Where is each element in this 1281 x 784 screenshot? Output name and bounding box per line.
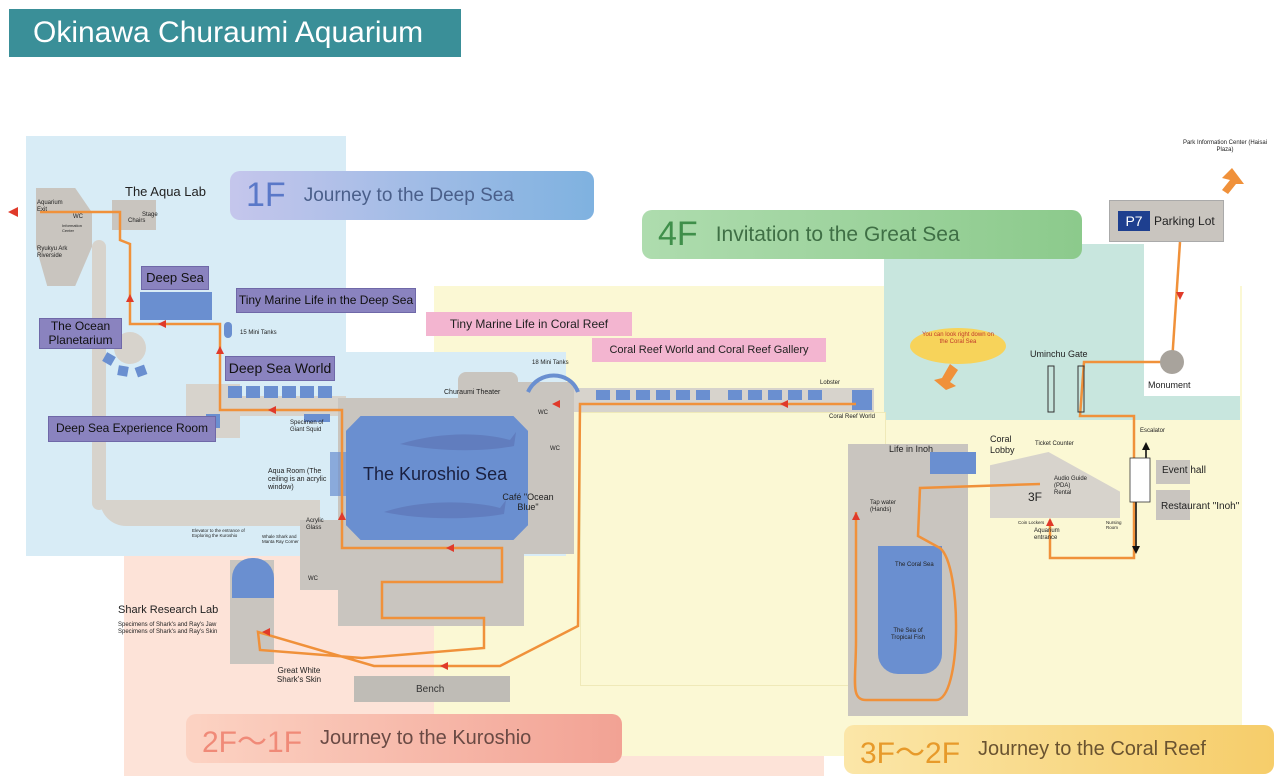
floor-number: 2F～1F: [202, 725, 303, 759]
floor-banner-3f: 3F～2F Journey to the Coral Reef: [844, 725, 1274, 774]
cafe-text: Café "Ocean Blue": [502, 492, 554, 513]
restaurant-label: Restaurant "Inoh": [1161, 501, 1240, 512]
shark-lab-label: Shark Research Lab: [118, 604, 219, 616]
ryukyu-text: Ryukyu Ark Riverside: [37, 246, 68, 259]
deep-sea-world-corridor: [214, 396, 346, 416]
churaumi-theater-label: Churaumi Theater: [444, 389, 501, 396]
floor-number: 1F: [246, 176, 286, 214]
deep-sea-tank: [140, 292, 212, 320]
whale-shark-tank: [232, 558, 274, 598]
label-deep-sea-world: Deep Sea World: [225, 356, 335, 381]
zone-3f-lower-right: [580, 412, 886, 686]
mini-tanks-15-label: 15 Mini Tanks: [240, 330, 277, 336]
shark-specimens-2-label: Specimens of Shark's and Ray's Skin: [118, 629, 218, 635]
aquarium-exit-label: Aquarium Exit: [37, 200, 65, 214]
look-down-label: You can look right down on the Coral Sea: [922, 332, 994, 346]
tropical-fish-label: The Sea of Tropical Fish: [884, 628, 932, 642]
acrylic-glass-label: Acrylic Glass: [306, 518, 330, 532]
parking-badge: P7: [1118, 211, 1150, 231]
nursing-room-text: Nursing Room: [1106, 520, 1122, 531]
coral-reef-world-label: Coral Reef World: [829, 414, 875, 420]
uminchu-gate-label: Uminchu Gate: [1030, 349, 1088, 359]
info-center-text: Information Center: [62, 223, 83, 233]
aqua-room-text: Aqua Room (The ceiling is an acrylic win…: [268, 468, 327, 492]
monument-label: Monument: [1148, 380, 1191, 390]
coral-lobby-text: Coral Lobby: [990, 434, 1015, 455]
label-kuroshio: The Kuroshio Sea: [363, 464, 508, 484]
walkway-left-loop: [92, 240, 106, 510]
look-down-text: You can look right down on the Coral Sea: [922, 332, 994, 345]
aqua-room-label: Aqua Room (The ceiling is an acrylic win…: [268, 468, 336, 492]
floor-name: Journey to the Coral Reef: [978, 738, 1206, 760]
label-deep-sea-experience: Deep Sea Experience Room: [48, 416, 216, 442]
lobster-label: Lobster: [820, 380, 841, 386]
escalator-label: Escalator: [1140, 428, 1166, 434]
nursing-room-label: Nursing Room: [1106, 520, 1124, 530]
bench: [354, 676, 510, 702]
bench-label: Bench: [416, 684, 445, 695]
tropical-fish-text: The Sea of Tropical Fish: [890, 628, 926, 641]
floor-banner-2f: 2F～1F Journey to the Kuroshio: [186, 714, 622, 763]
cafe-label: Café "Ocean Blue": [498, 492, 558, 513]
great-white-label: Great White Shark's Skin: [272, 666, 326, 684]
coral-sea-label: The Coral Sea: [895, 562, 934, 568]
stage-label: Stage: [142, 212, 158, 218]
label-ocean-planetarium: The Ocean Planetarium: [39, 318, 122, 349]
wc-label-4: WC: [550, 446, 560, 452]
parking-lot-box: P7 Parking Lot: [1109, 200, 1224, 242]
aquarium-entrance-text: Aquarium entrance: [1034, 528, 1060, 541]
wc-label: WC: [73, 214, 83, 220]
great-white-text: Great White Shark's Skin: [276, 666, 322, 685]
event-hall-label: Event hall: [1162, 465, 1206, 476]
floor-name: Journey to the Deep Sea: [303, 184, 514, 206]
floor-number: 3F～2F: [860, 736, 961, 770]
tap-water-label: Tap water (Hands): [870, 500, 910, 514]
life-in-inoh-label: Life in Inoh: [889, 444, 934, 454]
floor-number: 4F: [658, 215, 698, 253]
shark-specimens-1-label: Specimens of Shark's and Ray's Jaw: [118, 622, 217, 628]
page-title: Okinawa Churaumi Aquarium: [9, 9, 461, 57]
ticket-counter-label: Ticket Counter: [1035, 441, 1074, 447]
coin-lockers-label: Coin Lockers: [1018, 520, 1045, 525]
chairs-label: Chairs: [128, 218, 146, 224]
park-info-text: Park Information Center (Haisai Plaza): [1182, 140, 1268, 153]
coral-lobby-label: Coral Lobby: [990, 434, 1024, 456]
whale-shark-label: Whale Shark and Manta Ray Corner: [262, 534, 302, 544]
giant-squid-text: Specimen of Giant Squid: [290, 420, 324, 433]
floor-name: Journey to the Kuroshio: [320, 727, 532, 749]
wc-label-3: WC: [538, 410, 548, 416]
aqua-lab-label: The Aqua Lab: [125, 184, 206, 199]
walkway-bottom-curve: [100, 500, 320, 526]
acrylic-glass-text: Acrylic Glass: [306, 518, 324, 531]
label-deep-sea: Deep Sea: [141, 266, 209, 290]
label-tiny-coral: Tiny Marine Life in Coral Reef: [426, 312, 632, 336]
aquarium-entrance-label: Aquarium entrance: [1034, 528, 1064, 542]
giant-squid-label: Specimen of Giant Squid: [290, 420, 336, 434]
audio-guide-label: Audio Guide (PDA) Rental: [1054, 476, 1088, 497]
ryukyu-label: Ryukyu Ark Riverside: [37, 246, 77, 260]
elevator-label: Elevator to the entrance of Exploring th…: [192, 528, 256, 538]
label-coral-gallery: Coral Reef World and Coral Reef Gallery: [592, 338, 826, 362]
floor-name: Invitation to the Great Sea: [715, 222, 960, 246]
floor-banner-1f: 1F Journey to the Deep Sea: [230, 171, 594, 220]
floor-banner-4f: 4F Invitation to the Great Sea: [642, 210, 1082, 259]
aquarium-exit-text: Aquarium Exit: [37, 200, 63, 213]
wc-label-2: WC: [308, 576, 318, 582]
whale-shark-text: Whale Shark and Manta Ray Corner: [262, 534, 299, 545]
label-tiny-deep: Tiny Marine Life in the Deep Sea: [236, 288, 416, 313]
park-info-label: Park Information Center (Haisai Plaza): [1180, 140, 1270, 154]
tap-water-text: Tap water (Hands): [870, 500, 897, 513]
floor-3f-label: 3F: [1028, 490, 1043, 504]
mini-tanks-18-label: 18 Mini Tanks: [532, 360, 569, 366]
parking-lot-label: Parking Lot: [1154, 214, 1215, 228]
life-in-inoh-tank: [930, 452, 976, 474]
elevator-text: Elevator to the entrance of Exploring th…: [192, 528, 245, 539]
info-center-label: Information Center: [62, 223, 90, 233]
audio-guide-text: Audio Guide (PDA) Rental: [1054, 476, 1088, 496]
zone-4f-parking-area: [1144, 244, 1240, 396]
